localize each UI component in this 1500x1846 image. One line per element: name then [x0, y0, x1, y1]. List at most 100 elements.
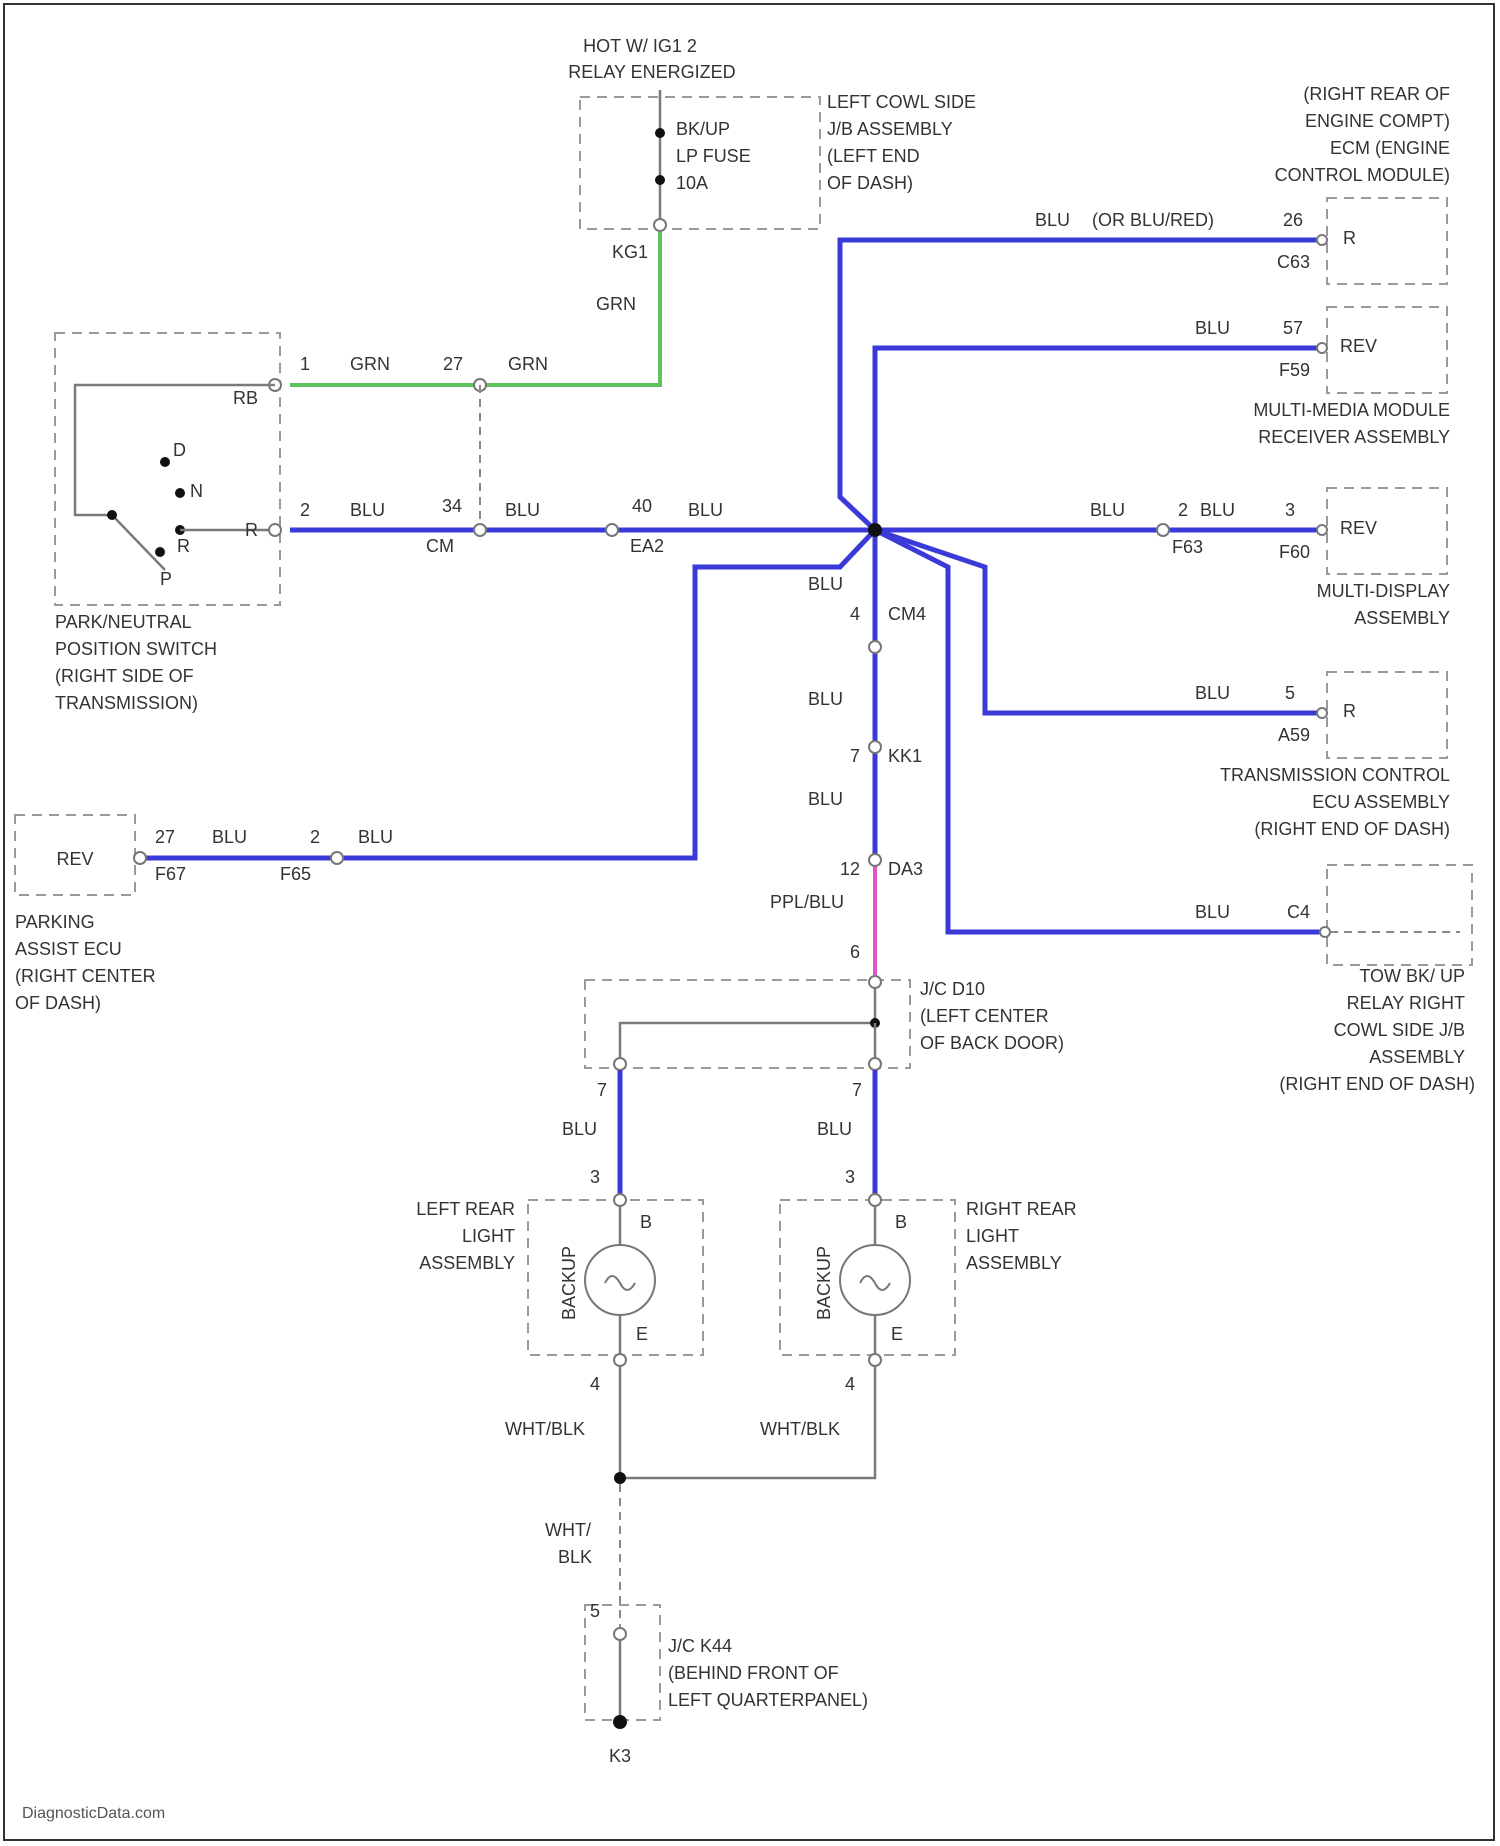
jc-d10-in-connector: [869, 976, 881, 988]
ecm-pin: 26: [1283, 210, 1303, 230]
ground-wire-label-line2: BLK: [558, 1547, 592, 1567]
mm-connector: [1317, 343, 1327, 353]
ea2-id: EA2: [630, 536, 664, 556]
grn-splice-pin: 27: [443, 354, 463, 374]
rev-wire-label-1: BLU: [350, 500, 385, 520]
pns-pos-r: R: [177, 536, 190, 556]
right-ground-wire-label: WHT/BLK: [760, 1419, 840, 1439]
ground-splice: [614, 1472, 626, 1484]
md-wire1-color: BLU: [1090, 500, 1125, 520]
cm-connector: [474, 524, 486, 536]
md-connector: [1317, 525, 1327, 535]
trunk-wire-label-2: BLU: [808, 689, 843, 709]
right-lamp-title-line3: ASSEMBLY: [966, 1253, 1062, 1273]
left-lamp-b-connector: [614, 1194, 626, 1206]
jc-k44-pin: 5: [590, 1601, 600, 1621]
ecm-connector: [1317, 235, 1327, 245]
pns-term-r: R: [245, 520, 258, 540]
md-connector1-id: F63: [1172, 537, 1203, 557]
pa-connector1-id: F67: [155, 864, 186, 884]
cm4-connector: [869, 641, 881, 653]
md-wire2-color: BLU: [1200, 500, 1235, 520]
tow-title-line2: RELAY RIGHT: [1347, 993, 1465, 1013]
fuse-connector-id: KG1: [612, 242, 648, 262]
cm-pin: 34: [442, 496, 462, 516]
relay-note-line1: HOT W/ IG1 2: [583, 36, 697, 56]
cm4-pin: 4: [850, 604, 860, 624]
tcm-pin: 5: [1285, 683, 1295, 703]
pns-pos-n: N: [190, 481, 203, 501]
left-lamp-e-connector: [614, 1354, 626, 1366]
trunk-wire-label-4: PPL/BLU: [770, 892, 844, 912]
left-lamp-backup: BACKUP: [559, 1246, 579, 1320]
pns-p-dot: [155, 547, 165, 557]
pa-wire-label-1: BLU: [212, 827, 247, 847]
jc-d10-left-out: [614, 1058, 626, 1070]
pa-terminal: REV: [56, 849, 93, 869]
fuse-location-line4: OF DASH): [827, 173, 913, 193]
kk1-pin: 7: [850, 746, 860, 766]
tow-pin: C4: [1287, 902, 1310, 922]
pa-pin1: 27: [155, 827, 175, 847]
jc-k44-title-line3: LEFT QUARTERPANEL): [668, 1690, 868, 1710]
jc-d10-title-line1: J/C D10: [920, 979, 985, 999]
right-lamp-pin-bot: 4: [845, 1374, 855, 1394]
ecm-wire: [840, 240, 1320, 530]
right-bulb-icon: [840, 1245, 910, 1315]
pa-wire: [140, 530, 875, 858]
tow-title-line1: TOW BK/ UP: [1359, 966, 1465, 986]
right-lamp-wire-label: BLU: [817, 1119, 852, 1139]
tow-connector: [1320, 927, 1330, 937]
ecm-connector-id: C63: [1277, 252, 1310, 272]
grn-wire-label-3: GRN: [596, 294, 636, 314]
pns-title-line2: POSITION SWITCH: [55, 639, 217, 659]
right-lamp-pin-top: 3: [845, 1167, 855, 1187]
fuse-location-line1: LEFT COWL SIDE: [827, 92, 976, 112]
pa-title-line1: PARKING: [15, 912, 95, 932]
left-lamp-title-line2: LIGHT: [462, 1226, 515, 1246]
mm-title-line1: MULTI-MEDIA MODULE: [1253, 400, 1450, 420]
da3-id: DA3: [888, 859, 923, 879]
right-lamp-title-line1: RIGHT REAR: [966, 1199, 1077, 1219]
fuse-location-line3: (LEFT END: [827, 146, 920, 166]
ecm-wire-color: BLU: [1035, 210, 1070, 230]
jc-d10-right-out: [869, 1058, 881, 1070]
trunk-wire-label-3: BLU: [808, 789, 843, 809]
left-lamp-wire-label: BLU: [562, 1119, 597, 1139]
cm4-id: CM4: [888, 604, 926, 624]
ecm-title-line3: ECM (ENGINE: [1330, 138, 1450, 158]
tcm-connector-id: A59: [1278, 725, 1310, 745]
md-title-line2: ASSEMBLY: [1354, 608, 1450, 628]
pns-r-connector: [269, 524, 281, 536]
tow-wire-color: BLU: [1195, 902, 1230, 922]
ground-point: [613, 1715, 627, 1729]
jc-k44-title-line1: J/C K44: [668, 1636, 732, 1656]
left-lamp-pin-bot: 4: [590, 1374, 600, 1394]
cm-id: CM: [426, 536, 454, 556]
mm-title-line2: RECEIVER ASSEMBLY: [1258, 427, 1450, 447]
md-terminal: REV: [1340, 518, 1377, 538]
tow-wire: [875, 530, 1320, 932]
ea2-pin: 40: [632, 496, 652, 516]
tcm-title-line2: ECU ASSEMBLY: [1312, 792, 1450, 812]
left-bulb-icon: [585, 1245, 655, 1315]
tcm-title-line1: TRANSMISSION CONTROL: [1220, 765, 1450, 785]
mm-wire-color: BLU: [1195, 318, 1230, 338]
kk1-connector: [869, 741, 881, 753]
pns-pos-d: D: [173, 440, 186, 460]
pa-connector2-id: F65: [280, 864, 311, 884]
tcm-wire-color: BLU: [1195, 683, 1230, 703]
ecm-title-line2: ENGINE COMPT): [1305, 111, 1450, 131]
left-lamp-title-line3: ASSEMBLY: [419, 1253, 515, 1273]
fuse-location-line2: J/B ASSEMBLY: [827, 119, 953, 139]
jc-d10-title-line2: (LEFT CENTER: [920, 1006, 1049, 1026]
md-title-line1: MULTI-DISPLAY: [1317, 581, 1450, 601]
md-pin2: 3: [1285, 500, 1295, 520]
tow-title-line5: (RIGHT END OF DASH): [1279, 1074, 1475, 1094]
pns-n-dot: [175, 488, 185, 498]
tow-box: [1327, 865, 1472, 965]
jc-d10-right-pin: 7: [852, 1080, 862, 1100]
pns-title-line1: PARK/NEUTRAL: [55, 612, 192, 632]
tcm-connector: [1317, 708, 1327, 718]
